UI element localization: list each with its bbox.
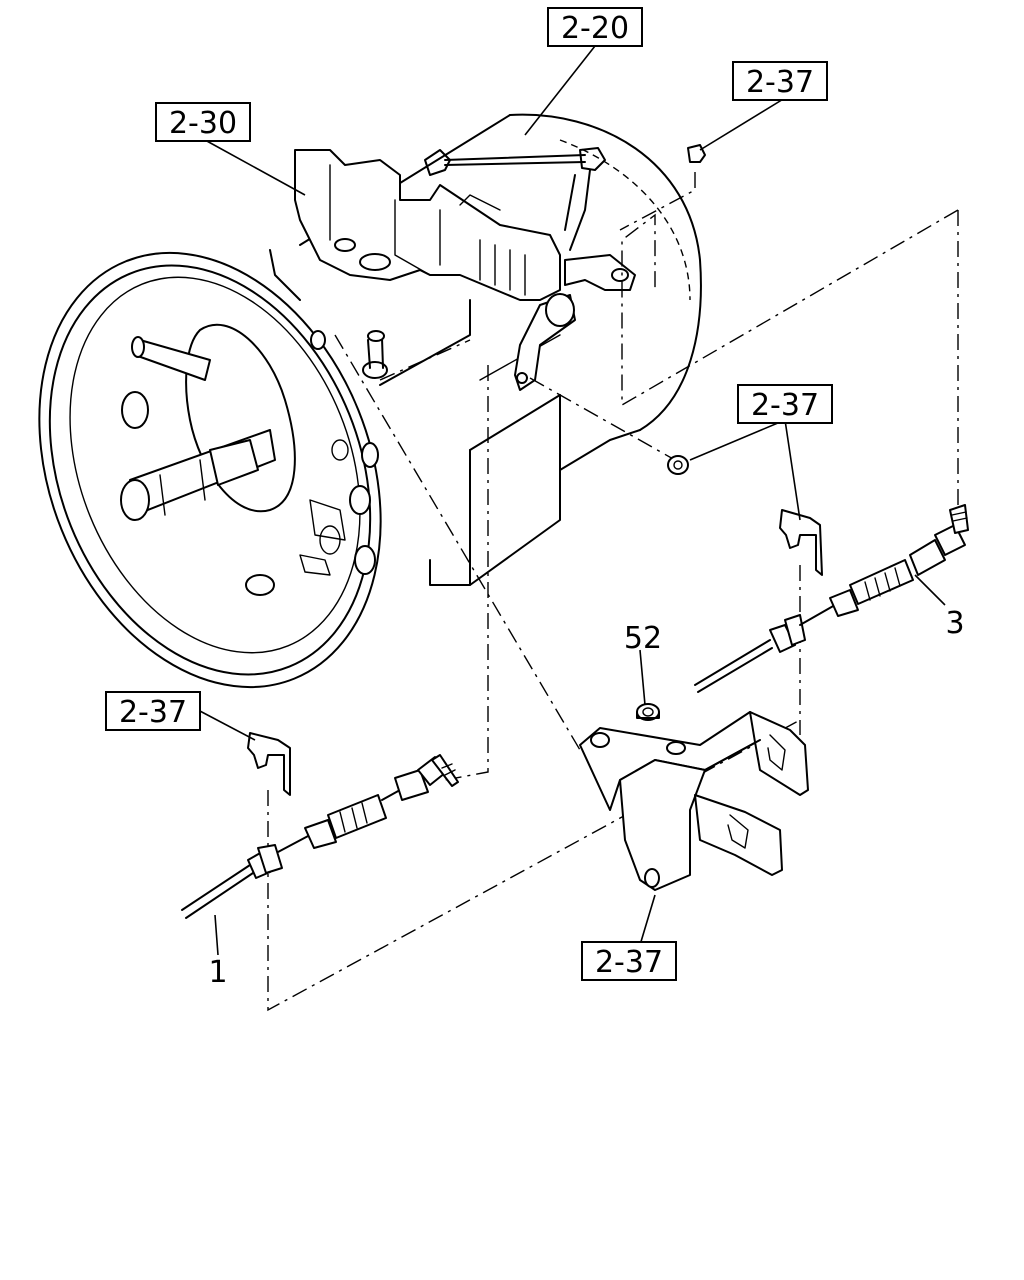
ref-label-2-30: 2-30 [169,106,237,141]
ref-label-2-37-right: 2-37 [751,388,819,423]
ref-box-2-20[interactable]: 2-20 [547,7,643,47]
transmission-assembly [38,113,702,689]
ref-box-2-37-right[interactable]: 2-37 [737,384,833,424]
clip-right [779,509,823,576]
ref-label-2-20: 2-20 [561,11,629,46]
part-number-52[interactable]: 52 [624,621,662,656]
cable-bracket [579,711,809,891]
ref-label-2-37-left: 2-37 [119,695,187,730]
part-number-1[interactable]: 1 [208,955,227,990]
nut-upper [667,455,689,475]
cable-part-1 [181,754,459,919]
nut-top [687,144,706,163]
cable-part-3 [694,504,969,693]
ref-label-2-37-top: 2-37 [746,65,814,100]
ref-box-2-37-left[interactable]: 2-37 [105,691,201,731]
label-leaders [197,45,946,956]
ref-box-2-30[interactable]: 2-30 [155,102,251,142]
nut-part-52 [636,703,660,721]
part-number-3[interactable]: 3 [945,606,964,641]
ref-label-2-37-bottom: 2-37 [595,945,663,980]
clip-left [247,732,291,796]
ref-box-2-37-bottom[interactable]: 2-37 [581,941,677,981]
ref-box-2-37-top[interactable]: 2-37 [732,61,828,101]
